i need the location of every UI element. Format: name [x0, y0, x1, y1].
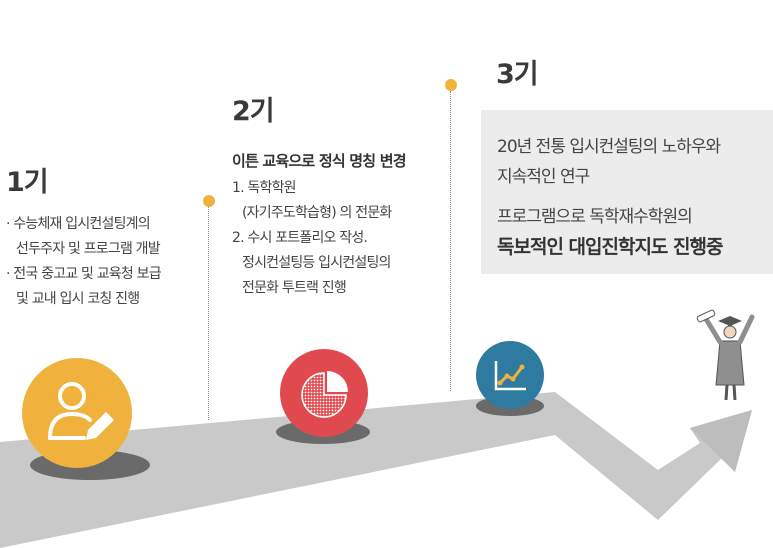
gen3-line-1: 20년 전통 입시컨설팅의 노하우와 [497, 137, 721, 157]
gen2-line-4: 정시컨설팅등 입시컨설팅의 [242, 255, 391, 271]
gen1-line-2: 선두주자 및 프로그램 개발 [16, 241, 161, 257]
gen2-description: 1. 독학학원 (자기주도학습형) 의 전문화 2. 수시 포트폴리오 작성. … [232, 176, 392, 301]
gen2-line-3: 2. 수시 포트폴리오 작성. [232, 230, 368, 246]
gen1-line-3: · 전국 중고교 및 교육청 보급 [6, 266, 162, 282]
gen2-timeline [208, 207, 209, 420]
gen3-marker-dot [445, 79, 457, 91]
gen2-circle [280, 349, 368, 437]
gen1-circle [22, 358, 132, 468]
gen3-info-box: 20년 전통 입시컨설팅의 노하우와 지속적인 연구 프로그램으로 독학재수학원… [481, 110, 773, 274]
gen3-bold-line: 독보적인 대입진학지도 진행중 [497, 236, 723, 258]
gen3-line-3: 프로그램으로 독학재수학원의 [497, 207, 693, 227]
gen1-description: · 수능체재 입시컨설팅계의 선두주자 및 프로그램 개발 · 전국 중고교 및… [6, 212, 162, 312]
line-chart-icon [494, 361, 526, 391]
gen2-line-1: 1. 독학학원 [232, 180, 297, 196]
gen1-line-1: · 수능체재 입시컨설팅계의 [6, 216, 151, 232]
gen2-line-5: 전문화 투트랙 진행 [242, 280, 347, 296]
graduate-icon [696, 309, 755, 401]
gen1-line-4: 및 교내 입시 코칭 진행 [16, 291, 140, 307]
pie-chart-icon [301, 371, 348, 418]
gen2-line-2: (자기주도학습형) 의 전문화 [242, 205, 392, 221]
gen3-circle [476, 341, 544, 409]
gen3-title: 3기 [496, 59, 539, 90]
gen2-marker-dot [203, 195, 215, 207]
gen3-timeline [450, 91, 451, 391]
arrow-icon [690, 410, 752, 472]
gen3-line-2: 지속적인 연구 [497, 167, 590, 187]
gen1-title: 1기 [6, 167, 49, 198]
gen2-heading: 이튼 교육으로 정식 명칭 변경 [232, 152, 407, 170]
gen2-title: 2기 [232, 96, 275, 127]
road-shape [0, 392, 752, 548]
user-edit-icon [48, 382, 114, 440]
